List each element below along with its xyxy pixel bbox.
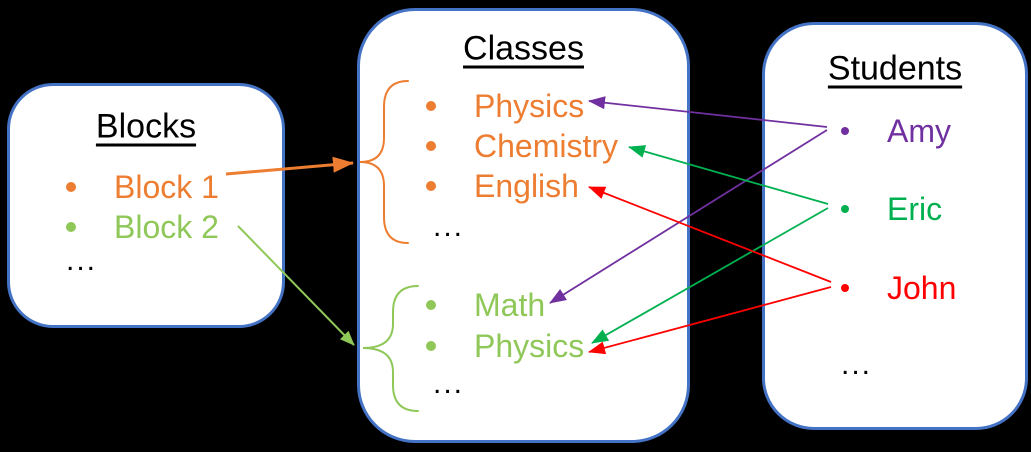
list-item-english: English bbox=[426, 170, 579, 202]
blocks-ellipsis: ... bbox=[66, 244, 98, 277]
list-item-label: Amy bbox=[887, 113, 951, 149]
students-title: Students bbox=[827, 49, 963, 88]
list-item-label: Physics bbox=[474, 328, 585, 364]
list-item-block-1: Block 1 bbox=[66, 171, 219, 203]
list-item-john: John bbox=[841, 272, 956, 304]
classes-box: Classes Physics Chemistry English ... Ma… bbox=[357, 8, 690, 443]
list-item-amy: Amy bbox=[841, 115, 951, 147]
list-item-label: English bbox=[474, 168, 579, 204]
list-item-label: Math bbox=[474, 287, 546, 323]
list-item-physics-top: Physics bbox=[426, 90, 584, 122]
students-ellipsis: ... bbox=[841, 348, 873, 381]
bullet-icon bbox=[426, 300, 436, 310]
list-item-label: Chemistry bbox=[474, 128, 619, 164]
list-item-label: Block 1 bbox=[114, 169, 219, 205]
blocks-title: Blocks bbox=[95, 107, 197, 146]
bullet-icon bbox=[841, 205, 849, 213]
bullet-icon bbox=[841, 284, 849, 292]
blocks-box: Blocks Block 1 Block 2 ... bbox=[7, 83, 285, 328]
list-item-label: Physics bbox=[474, 88, 585, 124]
list-item-eric: Eric bbox=[841, 193, 942, 225]
list-item-label: Eric bbox=[887, 191, 943, 227]
bullet-icon bbox=[426, 141, 436, 151]
classes-group2-ellipsis: ... bbox=[433, 367, 465, 400]
list-item-label: Block 2 bbox=[114, 209, 219, 245]
bullet-icon bbox=[426, 341, 436, 351]
bullet-icon bbox=[426, 101, 436, 111]
bullet-icon bbox=[66, 222, 76, 232]
list-item-chemistry: Chemistry bbox=[426, 130, 618, 162]
classes-title: Classes bbox=[463, 29, 584, 68]
list-item-block-2: Block 2 bbox=[66, 211, 219, 243]
bullet-icon bbox=[841, 127, 849, 135]
list-item-physics-bottom: Physics bbox=[426, 330, 584, 362]
students-box: Students Amy Eric John ... bbox=[762, 22, 1028, 430]
list-item-label: John bbox=[887, 270, 957, 306]
list-item-math: Math bbox=[426, 289, 545, 321]
bullet-icon bbox=[66, 182, 76, 192]
bullet-icon bbox=[426, 181, 436, 191]
classes-group1-ellipsis: ... bbox=[433, 210, 465, 243]
